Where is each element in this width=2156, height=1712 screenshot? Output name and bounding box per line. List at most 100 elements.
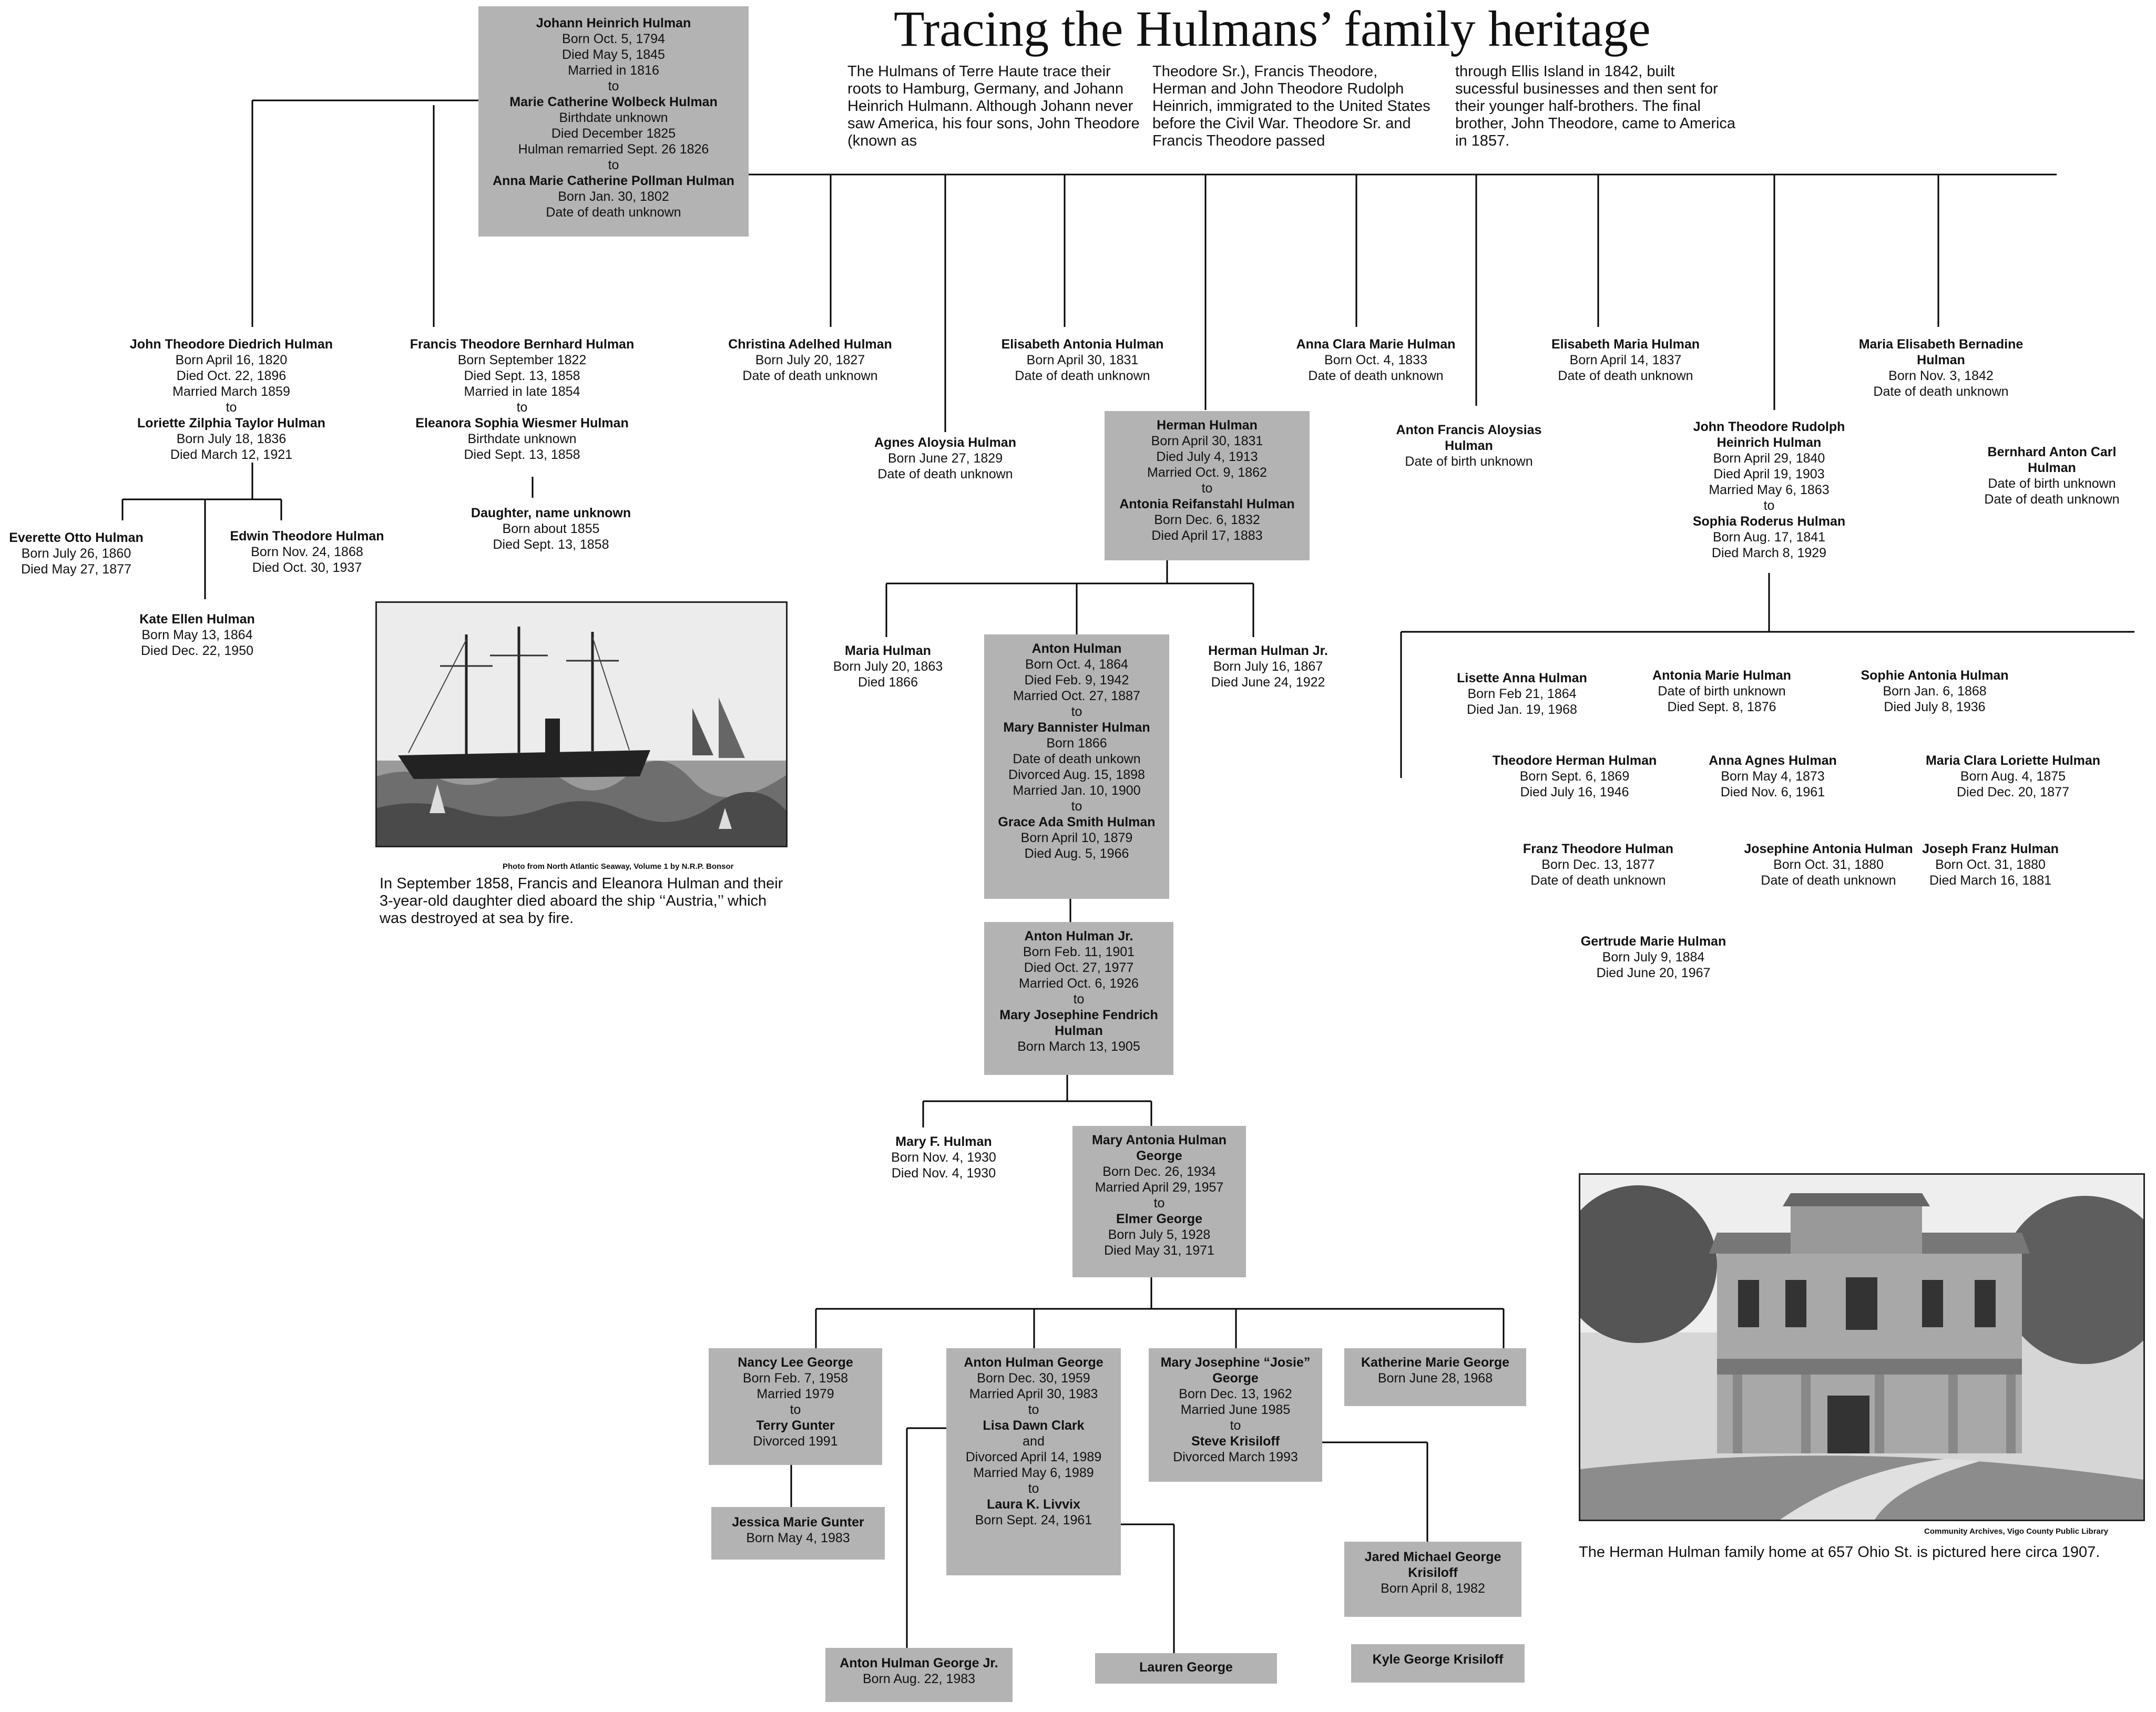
person-detail: Born Dec. 26, 1934 xyxy=(1102,1164,1216,1179)
person-line: Born Oct. 5, 1794 xyxy=(562,32,665,46)
person-detail: Born July 16, 1867 xyxy=(1213,659,1323,674)
person-detail: Died June 24, 1922 xyxy=(1211,675,1325,690)
person-detail: Died Feb. 9, 1942 xyxy=(1024,673,1129,688)
person-name: Edwin Theodore Hulman xyxy=(230,529,384,544)
person-detail: Born Aug. 4, 1875 xyxy=(1960,769,2066,784)
person-name: Joseph Franz Hulman xyxy=(1922,842,2059,856)
house-photo-credit: Community Archives, Vigo County Public L… xyxy=(1924,1527,2109,1536)
person-detail: Died Nov. 6, 1961 xyxy=(1720,785,1825,799)
person-detail: Born April 29, 1840 xyxy=(1713,451,1825,466)
person-detail: to xyxy=(1028,1402,1039,1417)
person-name: Anna Clara Marie Hulman xyxy=(1296,337,1456,352)
person-name: Mary F. Hulman xyxy=(895,1134,992,1149)
person-detail: Born Oct. 4, 1864 xyxy=(1025,657,1128,672)
person-detail: Eleanora Sophia Wiesmer Hulman xyxy=(415,416,629,430)
person-detail: Date of birth unknown xyxy=(1405,454,1533,469)
ship-photo-credit: Photo from North Atlantic Seaway, Volume… xyxy=(503,862,734,871)
person-name: Josephine Antonia Hulman xyxy=(1744,842,1913,856)
person-entry: Kyle George Krisiloff xyxy=(1351,1644,1525,1683)
person-line: Married in 1816 xyxy=(568,63,659,78)
intro-column-2: Theodore Sr.), Francis Theodore, Herman … xyxy=(1152,63,1430,149)
person-detail: Died Oct. 30, 1937 xyxy=(252,560,362,575)
person-detail: Born Nov. 24, 1868 xyxy=(251,545,363,559)
person-name: Hulman xyxy=(1445,438,1493,453)
person-detail: Married April 29, 1957 xyxy=(1095,1180,1224,1195)
person-detail: to xyxy=(1028,1481,1039,1496)
person-name: Antonia Marie Hulman xyxy=(1652,668,1791,683)
person-detail: Born July 18, 1836 xyxy=(176,432,287,446)
person-name: Bernhard Anton Carl xyxy=(1987,445,2117,459)
person-name: Agnes Aloysia Hulman xyxy=(874,435,1016,450)
person-detail: Born July 5, 1928 xyxy=(1108,1227,1211,1242)
person-detail: Born Dec. 13, 1962 xyxy=(1179,1387,1292,1401)
person-detail: to xyxy=(1763,498,1775,513)
person-detail: Died Sept. 13, 1858 xyxy=(464,368,580,383)
person-detail: Married May 6, 1989 xyxy=(973,1465,1094,1480)
person-detail: Born May 13, 1864 xyxy=(141,628,253,642)
person-detail: Born Feb. 7, 1958 xyxy=(742,1371,849,1386)
person-detail: Born 1866 xyxy=(1046,736,1107,751)
person-detail: Date of death unknown xyxy=(1761,873,1896,888)
person-detail: Born June 27, 1829 xyxy=(887,451,1003,466)
person-detail: Born July 26, 1860 xyxy=(21,546,131,561)
person-detail: Born April 30, 1831 xyxy=(1026,353,1139,367)
person-detail: Divorced 1991 xyxy=(753,1434,838,1449)
person-name: Lisette Anna Hulman xyxy=(1457,671,1587,685)
person-detail: Born Dec. 30, 1959 xyxy=(977,1371,1090,1386)
person-name: Nancy Lee George xyxy=(738,1355,853,1370)
person-line: Johann Heinrich Hulman xyxy=(536,16,691,30)
person-entry: Anton Hulman George Jr. Born Aug. 22, 198… xyxy=(825,1648,1013,1702)
person-detail: to xyxy=(790,1402,801,1417)
person-detail: Born Oct. 4, 1833 xyxy=(1324,353,1427,367)
person-line: to xyxy=(608,158,619,172)
person-detail: Died 1866 xyxy=(858,675,918,690)
person-detail: Divorced Aug. 15, 1898 xyxy=(1008,767,1145,782)
person-detail: Born April 10, 1879 xyxy=(1020,831,1133,845)
person-name: Kyle George Krisiloff xyxy=(1372,1652,1504,1667)
person-name: John Theodore Diedrich Hulman xyxy=(129,337,333,352)
person-detail: Birthdate unknown xyxy=(467,432,577,446)
person-name: Anton Francis Aloysias xyxy=(1396,423,1542,437)
person-detail: Born Aug. 17, 1841 xyxy=(1712,530,1826,545)
person-detail: to xyxy=(226,400,237,415)
person-line: Birthdate unknown xyxy=(559,110,668,125)
person-detail: Died July 16, 1946 xyxy=(1520,785,1629,799)
person-name: Maria Clara Loriette Hulman xyxy=(1925,753,2101,768)
person-detail: to xyxy=(1153,1196,1165,1211)
person-detail: Died May 27, 1877 xyxy=(21,562,131,577)
person-detail: Born April 14, 1837 xyxy=(1569,353,1682,367)
person-detail: Born Sept. 6, 1869 xyxy=(1519,769,1630,784)
ship-photo-caption: In September 1858, Francis and Eleanora … xyxy=(380,875,783,927)
person-detail: Born September 1822 xyxy=(457,353,587,367)
ship-photo xyxy=(375,601,788,847)
person-detail: Died May 31, 1971 xyxy=(1104,1243,1214,1258)
person-detail: Born Aug. 22, 1983 xyxy=(862,1672,976,1686)
person-detail: Born Sept. 24, 1961 xyxy=(975,1513,1092,1528)
person-line: Died December 1825 xyxy=(551,126,676,141)
person-line: Anna Marie Catherine Pollman Hulman xyxy=(493,173,734,188)
person-detail: and xyxy=(1023,1434,1045,1449)
person-detail: Steve Krisiloff xyxy=(1191,1434,1280,1449)
person-name: Katherine Marie George xyxy=(1361,1355,1510,1370)
ship-illustration xyxy=(377,603,786,846)
person-name: Anton Hulman George Jr. xyxy=(840,1656,998,1670)
person-detail: Antonia Reifanstahl Hulman xyxy=(1119,497,1295,511)
